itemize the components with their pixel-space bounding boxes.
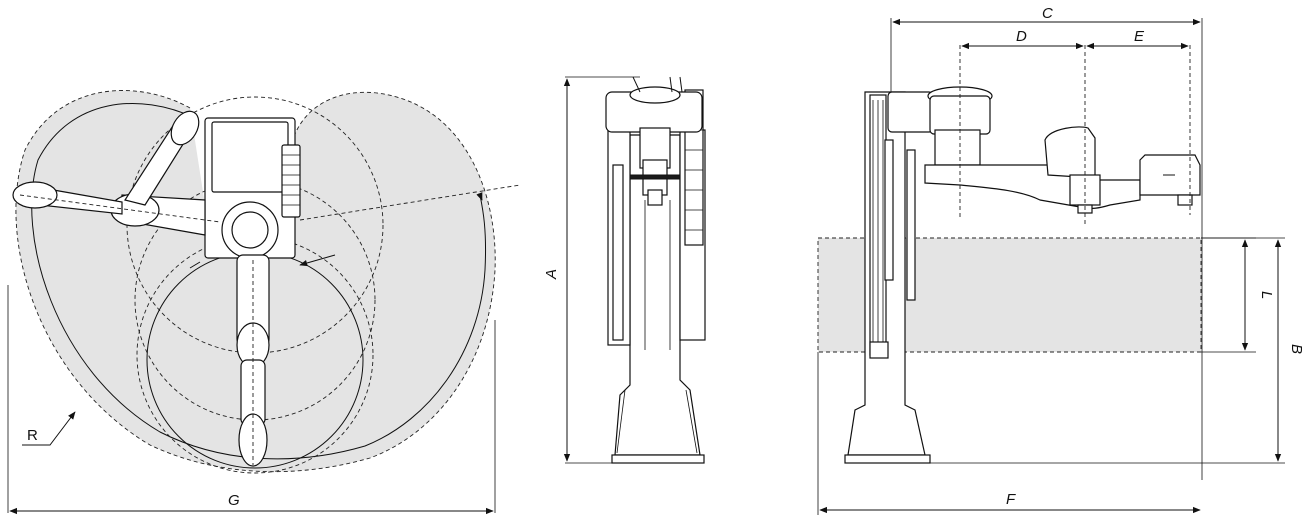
label-B: B — [1288, 344, 1303, 354]
envelope-outline-dashed — [15, 90, 496, 473]
top-view: G R — [7, 90, 521, 515]
label-R: R — [27, 427, 38, 444]
label-L: L — [1258, 291, 1275, 299]
inner-circle-dashed — [134, 179, 376, 421]
label-E: E — [1134, 28, 1145, 45]
label-C: C — [1042, 5, 1053, 22]
side-view: A — [543, 76, 706, 464]
side-view-extended: C D E F L B — [817, 5, 1303, 515]
label-A: A — [543, 269, 560, 280]
leader-R — [22, 411, 76, 446]
label-D: D — [1016, 28, 1027, 45]
arm-right — [924, 164, 1141, 210]
label-G: G — [228, 492, 240, 509]
reach-outline — [31, 103, 487, 460]
label-F: F — [1006, 491, 1016, 508]
end-effector-left — [12, 181, 58, 209]
